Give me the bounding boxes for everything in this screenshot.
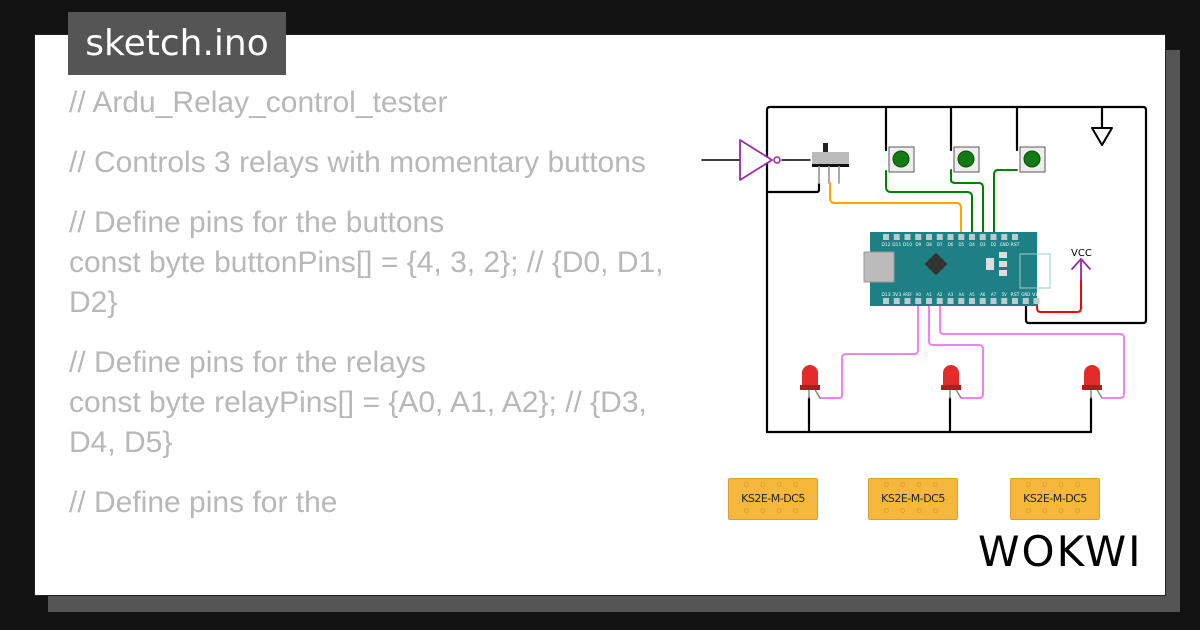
nano-pin xyxy=(1001,298,1008,304)
nano-pin-label: D7 xyxy=(937,242,943,247)
wire-ground-switch xyxy=(765,181,821,194)
wire-a2-led3 xyxy=(939,300,1125,399)
vcc-arrow-icon xyxy=(1071,258,1091,281)
wire-switch-d5 xyxy=(829,182,962,238)
relay-2: KS2E-M-DC5 xyxy=(868,478,958,520)
nano-pin-label: D3 xyxy=(980,242,986,247)
led-1 xyxy=(800,365,821,399)
nano-pin-label: D12 xyxy=(882,242,891,247)
code-line: const byte buttonPins[] = {4, 3, 2}; // … xyxy=(69,246,672,319)
nano-pin-label: GND xyxy=(1021,292,1030,297)
nano-pin-label: RST xyxy=(1011,242,1021,247)
nano-pin-label: D6 xyxy=(948,242,954,247)
nano-pin-label: D10 xyxy=(903,242,912,247)
wire-btn2-d3 xyxy=(950,169,984,238)
nano-pin-label: AREF xyxy=(903,292,913,297)
nano-pin xyxy=(1001,234,1008,240)
pushbutton-3 xyxy=(1019,146,1046,173)
nano-pin-label: A2 xyxy=(937,292,943,297)
nano-pin xyxy=(904,298,911,304)
nano-pin xyxy=(936,298,943,304)
code-line: // Define pins for the xyxy=(69,486,338,519)
nano-pin xyxy=(979,298,986,304)
nano-pin xyxy=(1012,298,1018,304)
relay-1: KS2E-M-DC5 xyxy=(728,478,818,520)
wire-btn1-d4 xyxy=(885,170,973,238)
wire-a0-led1 xyxy=(819,300,919,399)
pushbutton-1 xyxy=(888,146,915,173)
wokwi-logo: WOKWI xyxy=(978,527,1143,576)
code-line: const byte relayPins[] = {A0, A1, A2}; /… xyxy=(69,386,656,459)
led-2 xyxy=(941,365,962,399)
nano-pin-label: D4 xyxy=(969,242,975,247)
pushbutton-2 xyxy=(953,146,980,173)
nano-pin xyxy=(947,234,954,240)
nano-pin-label: VIN xyxy=(1032,292,1041,297)
ground-wires xyxy=(765,105,1148,434)
wire-ground-outer xyxy=(765,105,1148,434)
nano-pin-label: 5V xyxy=(1002,292,1008,297)
nano-pin-label: D13 xyxy=(882,292,891,297)
inverter-bubble xyxy=(773,156,781,164)
nano-pin-label: A5 xyxy=(969,292,975,297)
nano-pin-label: GND xyxy=(1000,242,1009,247)
vcc-label: VCC xyxy=(1071,248,1092,259)
nano-pin-label: A7 xyxy=(991,292,997,297)
wire-led-cathodes xyxy=(765,396,1093,434)
nano-pin-label: A0 xyxy=(916,292,922,297)
nano-pin-label: D8 xyxy=(926,242,932,247)
nano-pin-label: D2 xyxy=(991,242,997,247)
nano-pin-label: A6 xyxy=(980,292,986,297)
nano-pin xyxy=(947,298,954,304)
nano-pin xyxy=(926,298,932,304)
nano-pin xyxy=(969,234,975,240)
nano-pin xyxy=(926,234,932,240)
code-background: // Ardu_Relay_control_tester // Controls… xyxy=(69,83,684,523)
nano-pin xyxy=(958,298,965,304)
nano-pin-label: D11 xyxy=(892,242,901,247)
nano-pin-label: A1 xyxy=(926,292,932,297)
nano-pin xyxy=(936,234,943,240)
inverter-gate-icon xyxy=(739,139,773,181)
code-line: // Define pins for the buttons xyxy=(69,206,445,239)
nano-pin xyxy=(958,234,965,240)
nano-pin xyxy=(990,298,997,304)
wire-vcc-vin xyxy=(1036,279,1082,313)
nano-pin xyxy=(1012,234,1018,240)
nano-pin-label: RST xyxy=(1011,292,1021,297)
nano-pin xyxy=(969,298,975,304)
nano-pin xyxy=(883,298,889,304)
nano-pin-label: A3 xyxy=(948,292,954,297)
code-line: // Ardu_Relay_control_tester xyxy=(69,86,448,119)
sketch-filename: sketch.ino xyxy=(68,12,286,75)
led-3 xyxy=(1082,365,1103,399)
nano-pin xyxy=(915,234,922,240)
nano-pin xyxy=(883,234,889,240)
nano-pin xyxy=(893,298,900,304)
relay-3: KS2E-M-DC5 xyxy=(1010,478,1100,520)
preview-card: // Ardu_Relay_control_tester // Controls… xyxy=(34,34,1166,596)
nano-pin-label: D9 xyxy=(915,242,921,247)
ground-symbol-icon xyxy=(1091,127,1113,146)
nano-pin-label: D5 xyxy=(958,242,964,247)
nano-pin xyxy=(915,298,922,304)
nano-pin xyxy=(990,234,997,240)
nano-pin xyxy=(1022,298,1029,304)
nano-pin xyxy=(1033,298,1040,304)
nano-pin xyxy=(893,234,900,240)
wire-a1-led2 xyxy=(928,300,984,399)
nano-pin-label: A4 xyxy=(959,292,965,297)
nano-pin xyxy=(979,234,986,240)
code-line: // Controls 3 relays with momentary butt… xyxy=(69,146,646,179)
code-line: // Define pins for the relays xyxy=(69,346,426,379)
nano-pin xyxy=(904,234,911,240)
nano-pin-label: 3V3 xyxy=(892,292,902,297)
slide-switch xyxy=(812,143,849,184)
wire-btn3-d2 xyxy=(993,169,1018,238)
